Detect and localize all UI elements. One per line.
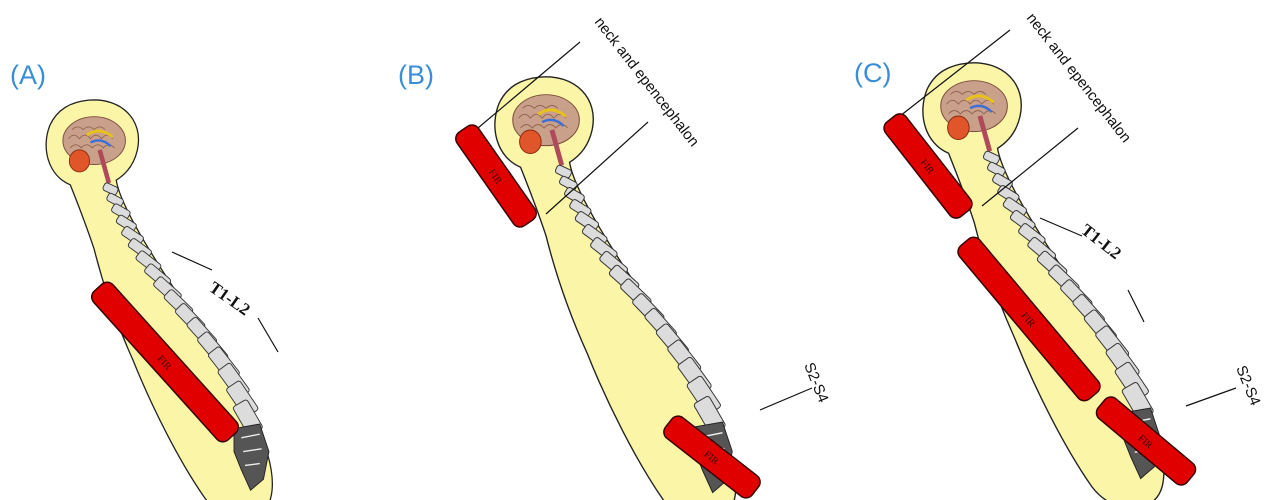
neck-label-b: neck and epencephalon bbox=[591, 14, 702, 150]
panel-b-label: (B) bbox=[398, 60, 434, 90]
leader-line bbox=[1040, 218, 1082, 236]
panel-a: (A) T1-L2 FIR bbox=[10, 60, 278, 500]
sacral-label-b: S2-S4 bbox=[800, 360, 831, 405]
vertebrae-label-c: T1-L2 bbox=[1078, 220, 1125, 263]
leader-line bbox=[760, 388, 812, 410]
panel-c-label: (C) bbox=[854, 58, 891, 88]
leader-line bbox=[1186, 388, 1236, 406]
panel-b: (B) neck and epencephalon S2-S4 FIR FIR bbox=[398, 14, 832, 500]
leader-line bbox=[1128, 290, 1144, 322]
vertebrae-label-a: T1-L2 bbox=[206, 278, 254, 320]
leader-line bbox=[172, 252, 212, 270]
panel-a-label: (A) bbox=[10, 60, 46, 90]
panel-c: (C) neck and epencephalon T1-L2 S2-S4 FI… bbox=[854, 10, 1264, 500]
sacral-label-c: S2-S4 bbox=[1232, 363, 1263, 408]
leader-line bbox=[258, 318, 278, 352]
neck-label-c: neck and epencephalon bbox=[1023, 10, 1134, 146]
